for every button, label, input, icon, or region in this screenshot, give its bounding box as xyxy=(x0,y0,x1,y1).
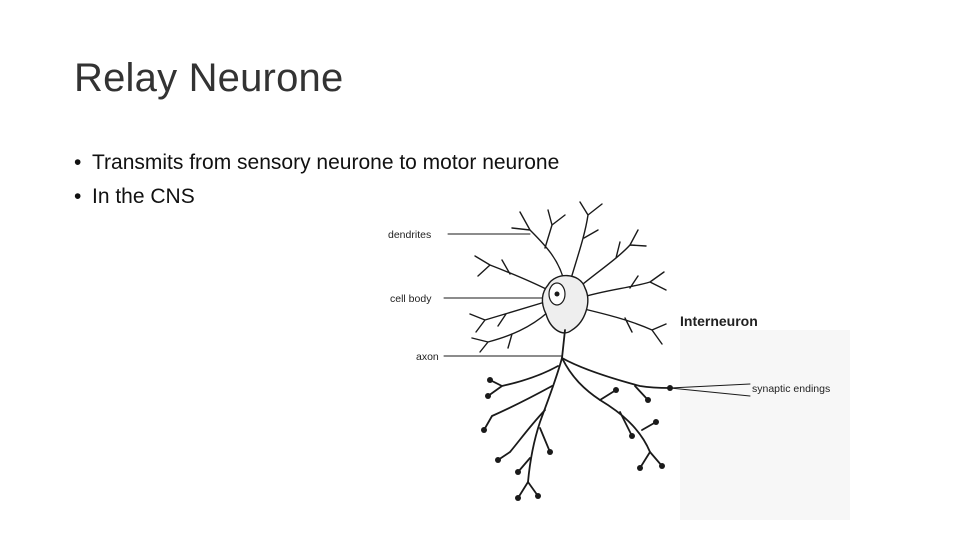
bullet-marker: • xyxy=(74,151,82,174)
cell-body-drawing xyxy=(541,274,589,334)
axon-drawing xyxy=(483,329,671,499)
label-synaptic-endings: synaptic endings xyxy=(752,383,830,395)
neuron-illustration: dendrites cell body axon Interneuron syn… xyxy=(388,201,850,520)
slide-title: Relay Neurone xyxy=(74,56,344,100)
label-axon: axon xyxy=(416,351,439,363)
label-interneuron: Interneuron xyxy=(680,313,758,329)
bullet-text: Transmits from sensory neurone to motor … xyxy=(92,151,560,174)
diagram-background xyxy=(680,330,850,520)
label-dendrites: dendrites xyxy=(388,229,431,241)
bullet-item: • Transmits from sensory neurone to moto… xyxy=(74,146,559,180)
bullet-text: In the CNS xyxy=(92,185,195,208)
dendrites-drawing xyxy=(443,201,751,397)
interneuron-diagram: dendrites cell body axon Interneuron syn… xyxy=(380,190,860,530)
synaptic-ending-dots xyxy=(481,377,673,501)
bullet-item: • In the CNS xyxy=(74,180,559,214)
bullet-marker: • xyxy=(74,185,82,208)
label-cell-body: cell body xyxy=(390,293,432,305)
bullet-list: • Transmits from sensory neurone to moto… xyxy=(74,146,559,214)
